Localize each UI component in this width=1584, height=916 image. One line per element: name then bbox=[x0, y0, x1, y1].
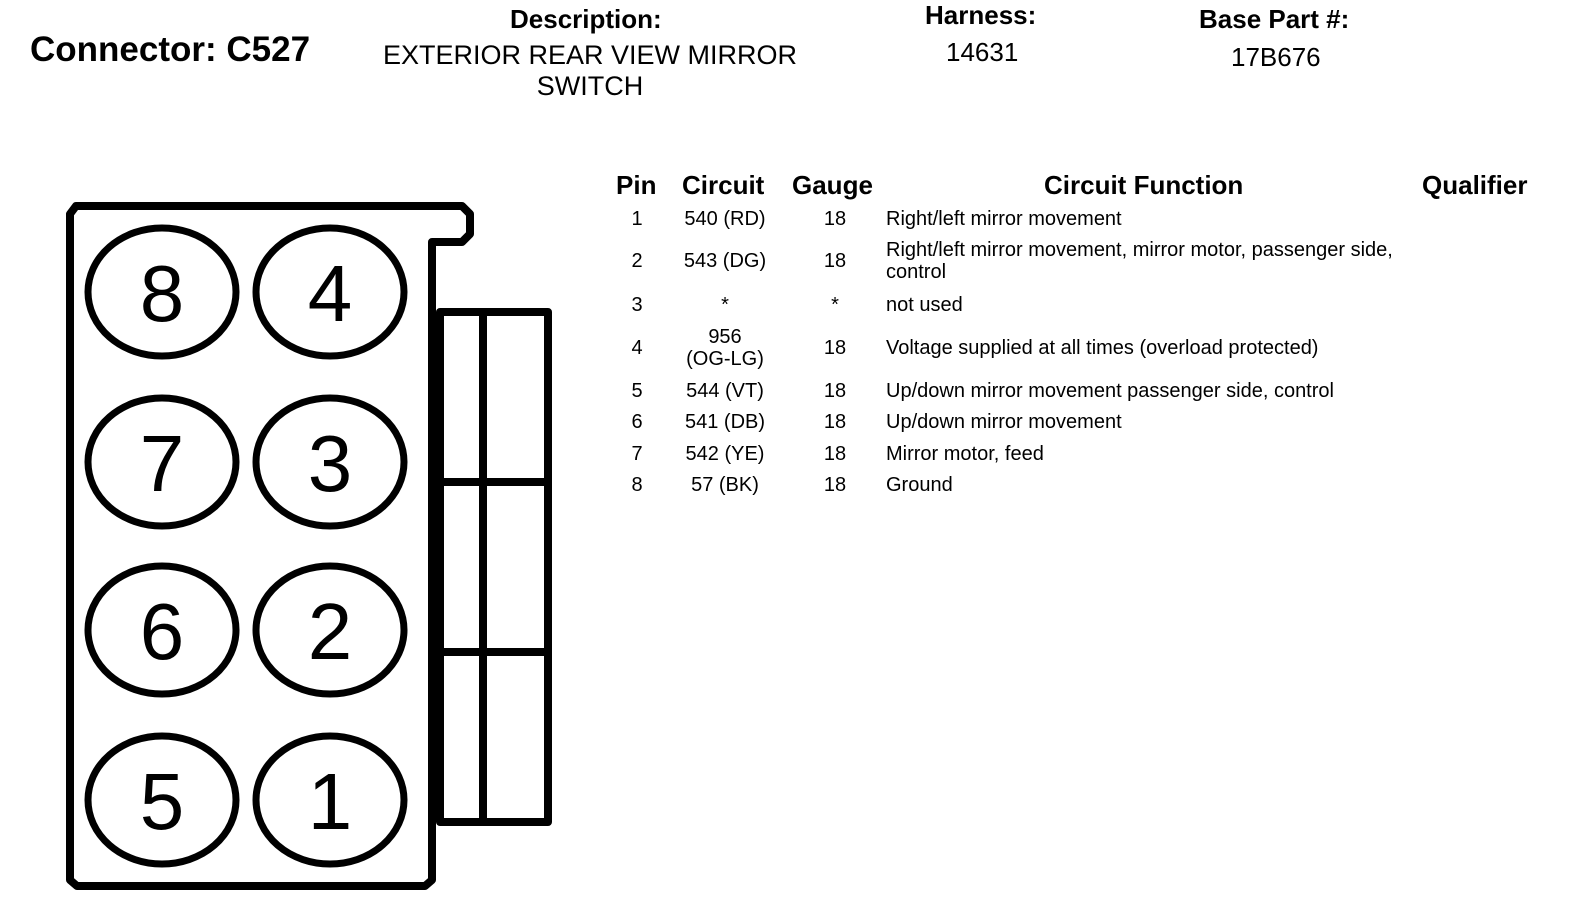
circuit-function: Voltage supplied at all times (overload … bbox=[886, 337, 1319, 359]
circuit-value: 542 (YE) bbox=[685, 443, 765, 465]
column-header-qualifier: Qualifier bbox=[1422, 170, 1528, 200]
gauge-value: 18 bbox=[823, 208, 847, 230]
gauge-value: 18 bbox=[823, 337, 847, 359]
cavity-label-3: 3 bbox=[308, 419, 353, 508]
cavity-label-6: 6 bbox=[140, 587, 185, 676]
pin-number: 3 bbox=[631, 294, 643, 316]
cavity-label-7: 7 bbox=[140, 419, 185, 508]
circuit-value: 57 (BK) bbox=[691, 474, 759, 496]
gauge-value: 18 bbox=[823, 411, 847, 433]
connector-title: Connector: C527 bbox=[30, 30, 311, 69]
circuit-function: Up/down mirror movement passenger side, … bbox=[886, 380, 1334, 402]
circuit-value: 541 (DB) bbox=[684, 411, 766, 433]
description-label: Description: bbox=[510, 4, 662, 34]
gauge-value: * bbox=[831, 294, 839, 316]
pin-number: 6 bbox=[631, 411, 643, 433]
column-header-gauge: Gauge bbox=[792, 170, 873, 200]
cavity-4 bbox=[252, 224, 408, 360]
pin-number: 8 bbox=[631, 474, 643, 496]
cavity-label-4: 4 bbox=[308, 249, 353, 338]
circuit-function: Up/down mirror movement bbox=[886, 411, 1122, 433]
cavity-1 bbox=[252, 732, 408, 868]
column-header-circuit-function: Circuit Function bbox=[1044, 170, 1244, 200]
cavity-label-1: 1 bbox=[308, 757, 353, 846]
cavity-6 bbox=[84, 562, 240, 698]
gauge-value: 18 bbox=[823, 443, 847, 465]
circuit-value: 543 (DG) bbox=[683, 250, 767, 272]
cavity-5 bbox=[84, 732, 240, 868]
circuit-value: 540 (RD) bbox=[684, 208, 766, 230]
cavity-7 bbox=[84, 394, 240, 530]
circuit-function: Right/left mirror movement bbox=[886, 208, 1122, 230]
column-header-pin: Pin bbox=[616, 170, 657, 200]
pin-number: 2 bbox=[631, 250, 643, 272]
cavity-label-2: 2 bbox=[308, 587, 353, 676]
circuit-function: Mirror motor, feed bbox=[886, 443, 1044, 465]
cavity-label-8: 8 bbox=[140, 249, 185, 338]
circuit-value: * bbox=[721, 294, 729, 316]
description-value: EXTERIOR REAR VIEW MIRROR SWITCH bbox=[382, 40, 798, 101]
connector-face-diagram: 8 4 7 3 6 2 5 1 bbox=[66, 202, 552, 890]
harness-value: 14631 bbox=[946, 37, 1019, 67]
circuit-value: 544 (VT) bbox=[686, 380, 764, 402]
column-header-circuit: Circuit bbox=[682, 170, 765, 200]
gauge-value: 18 bbox=[823, 474, 847, 496]
connector-latch-outer bbox=[436, 308, 552, 826]
cavity-8 bbox=[84, 224, 240, 360]
base-part-label: Base Part #: bbox=[1199, 4, 1350, 34]
pin-number: 1 bbox=[631, 208, 643, 230]
circuit-function: not used bbox=[886, 294, 963, 316]
pin-number: 7 bbox=[631, 443, 643, 465]
circuit-function: Ground bbox=[886, 474, 953, 496]
gauge-value: 18 bbox=[823, 250, 847, 272]
cavity-2 bbox=[252, 562, 408, 698]
circuit-function: Right/left mirror movement, mirror motor… bbox=[886, 239, 1393, 283]
connector-housing-outline bbox=[66, 202, 474, 890]
cavity-3 bbox=[252, 394, 408, 530]
pin-number: 4 bbox=[631, 337, 643, 359]
circuit-value: 956 (OG-LG) bbox=[686, 326, 764, 370]
cavity-label-5: 5 bbox=[140, 757, 185, 846]
gauge-value: 18 bbox=[823, 380, 847, 402]
base-part-value: 17B676 bbox=[1231, 42, 1321, 72]
pin-number: 5 bbox=[631, 380, 643, 402]
harness-label: Harness: bbox=[925, 0, 1037, 30]
